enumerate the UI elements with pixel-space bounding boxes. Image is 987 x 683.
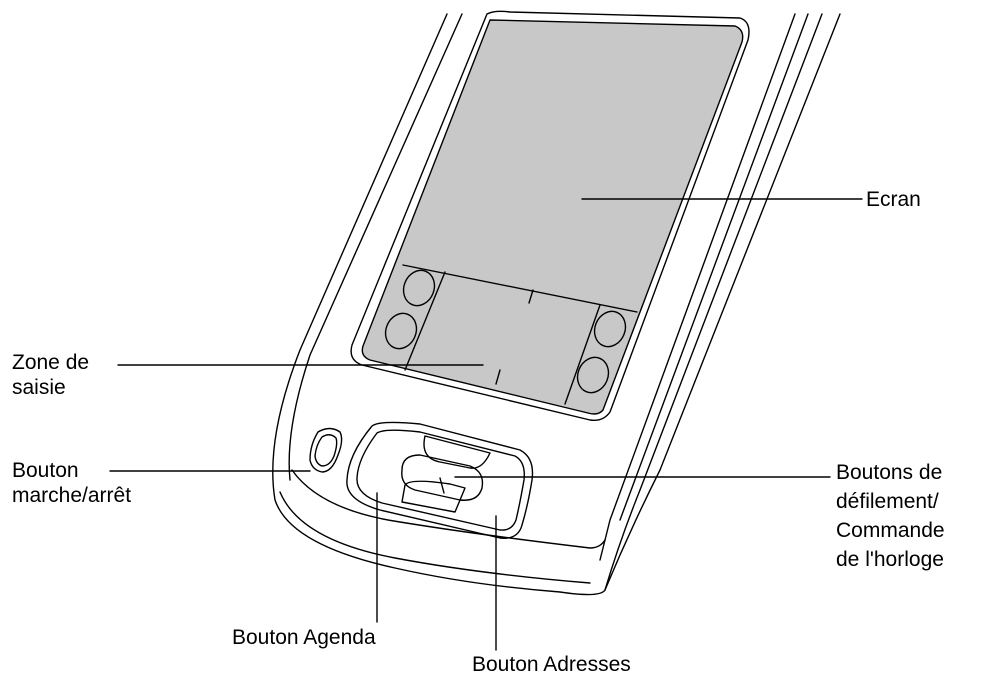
input-area-top-line: [402, 264, 638, 313]
device-side-edge-3: [604, 13, 823, 591]
scroll-ring: [401, 454, 484, 501]
label-input-area-2: saisie: [12, 376, 66, 399]
device-lower-band: [291, 469, 606, 549]
screen-glass: [361, 19, 744, 415]
label-input-area-1: Zone de: [12, 351, 90, 374]
scroll-button-up: [423, 435, 491, 469]
label-scroll-2: défilement/: [836, 490, 939, 513]
button-cluster-inner: [356, 429, 525, 531]
power-button-inner: [314, 434, 338, 467]
label-scroll-3: Commande: [836, 519, 945, 542]
label-power-2: marche/arrêt: [12, 484, 132, 507]
device-body-outline: [272, 13, 841, 596]
graffiti-icon-find: [576, 356, 610, 394]
graffiti-icon-menu: [384, 312, 418, 350]
graffiti-icon-calc: [593, 310, 627, 348]
input-area-left-divider: [404, 271, 446, 371]
scroll-center-line: [439, 477, 445, 494]
label-agenda: Bouton Agenda: [232, 626, 376, 649]
power-button-outer: [309, 427, 343, 473]
label-scroll-4: de l'horloge: [836, 548, 944, 571]
button-cluster-outer: [346, 421, 534, 539]
device-inner-outline: [288, 13, 463, 481]
label-scroll-1: Boutons de: [836, 461, 943, 484]
screen-bezel: [350, 10, 750, 422]
device-bottom-curve: [279, 491, 591, 584]
label-screen: Ecran: [866, 188, 921, 211]
graffiti-icon-home: [402, 269, 436, 307]
device-side-edge-2: [619, 13, 809, 521]
input-area-right-divider: [564, 304, 601, 405]
input-area-tick-bottom: [495, 369, 501, 385]
input-area-tick-top: [528, 289, 534, 304]
label-addresses: Bouton Adresses: [472, 653, 631, 676]
device-side-edge-1: [599, 13, 796, 561]
label-power-1: Bouton: [12, 459, 79, 482]
scroll-button-down: [401, 480, 466, 513]
